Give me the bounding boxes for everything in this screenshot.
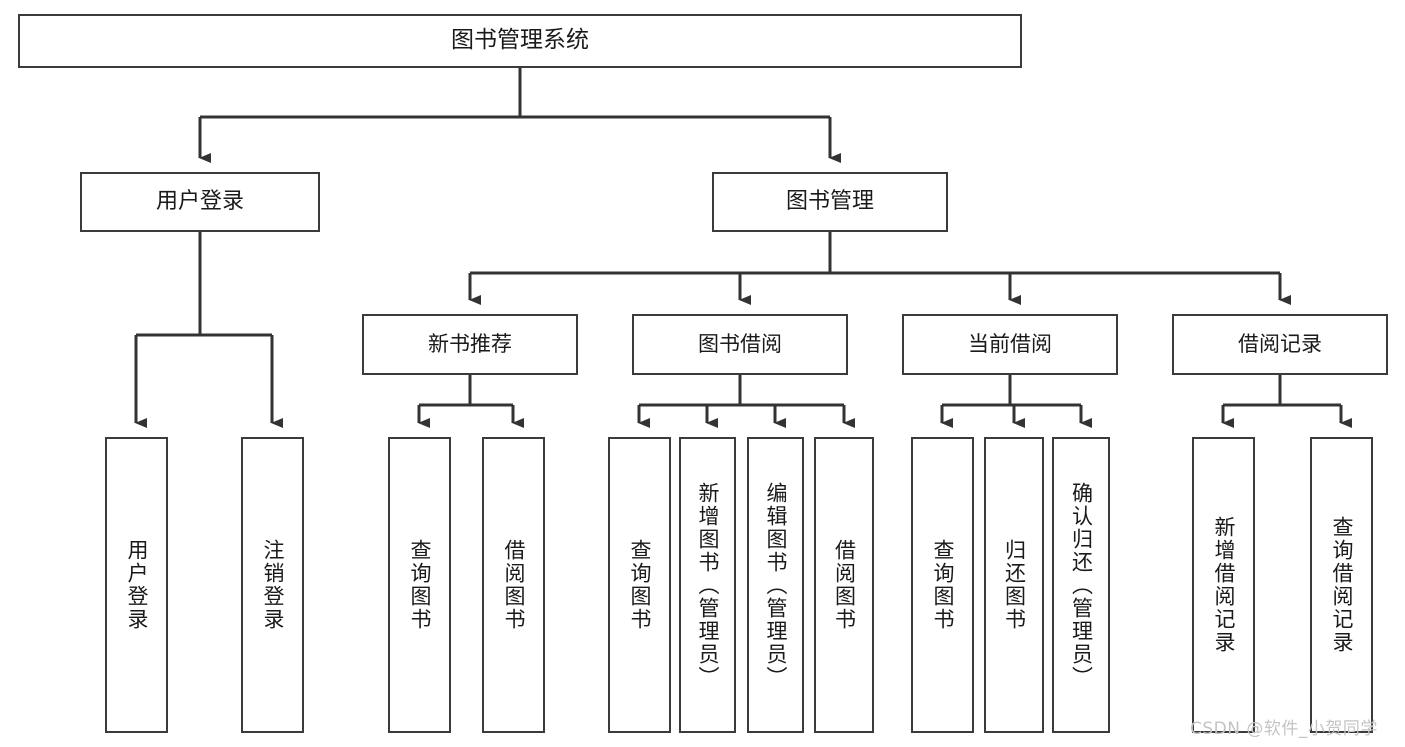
node-label: 查询借阅记录 [1330,516,1354,654]
leaf-edit-book-admin[interactable]: 编辑图书（管理员） [747,437,804,733]
node-label: 新增借阅记录 [1212,516,1236,654]
leaf-add-borrow-record[interactable]: 新增借阅记录 [1192,437,1255,733]
node-label: 归还图书 [1002,539,1027,631]
leaf-query-book-borrow[interactable]: 查询图书 [608,437,671,733]
leaf-query-book-recommend[interactable]: 查询图书 [388,437,451,733]
leaf-query-borrow-record[interactable]: 查询借阅记录 [1310,437,1373,733]
leaf-query-book-current[interactable]: 查询图书 [911,437,974,733]
node-label: 查询图书 [408,539,432,631]
node-root-system[interactable]: 图书管理系统 [18,14,1022,68]
node-book-management[interactable]: 图书管理 [712,172,948,232]
node-book-borrow[interactable]: 图书借阅 [632,314,848,375]
node-label: 查询图书 [628,539,652,631]
node-label: 新增图书（管理员） [696,481,720,689]
node-label: 查询图书 [931,539,955,631]
node-label: 编辑图书（管理员） [764,481,788,689]
leaf-add-book-admin[interactable]: 新增图书（管理员） [679,437,736,733]
node-label: 借阅图书 [832,539,857,631]
node-new-book-recommend[interactable]: 新书推荐 [362,314,578,375]
leaf-borrow-book-recommend[interactable]: 借阅图书 [482,437,545,733]
node-label: 用户登录 [125,539,149,631]
node-user-login[interactable]: 用户登录 [80,172,320,232]
leaf-borrow-book[interactable]: 借阅图书 [814,437,874,733]
leaf-logout[interactable]: 注销登录 [241,437,304,733]
node-borrow-record[interactable]: 借阅记录 [1172,314,1388,375]
csdn-watermark: CSDN @软件_小贺同学 [1190,719,1378,739]
node-label: 图书管理 [785,189,874,215]
node-label: 图书借阅 [698,332,782,357]
node-current-borrow[interactable]: 当前借阅 [902,314,1118,375]
node-label: 用户登录 [155,189,244,215]
node-label: 借阅记录 [1238,332,1322,357]
node-label: 图书管理系统 [451,27,589,54]
leaf-user-login[interactable]: 用户登录 [105,437,168,733]
node-label: 当前借阅 [968,332,1052,357]
leaf-return-book[interactable]: 归还图书 [984,437,1044,733]
node-label: 新书推荐 [428,332,512,357]
node-label: 注销登录 [261,539,285,631]
leaf-confirm-return-admin[interactable]: 确认归还（管理员） [1052,437,1110,733]
node-label: 借阅图书 [502,539,526,631]
node-label: 确认归还（管理员） [1069,481,1094,689]
